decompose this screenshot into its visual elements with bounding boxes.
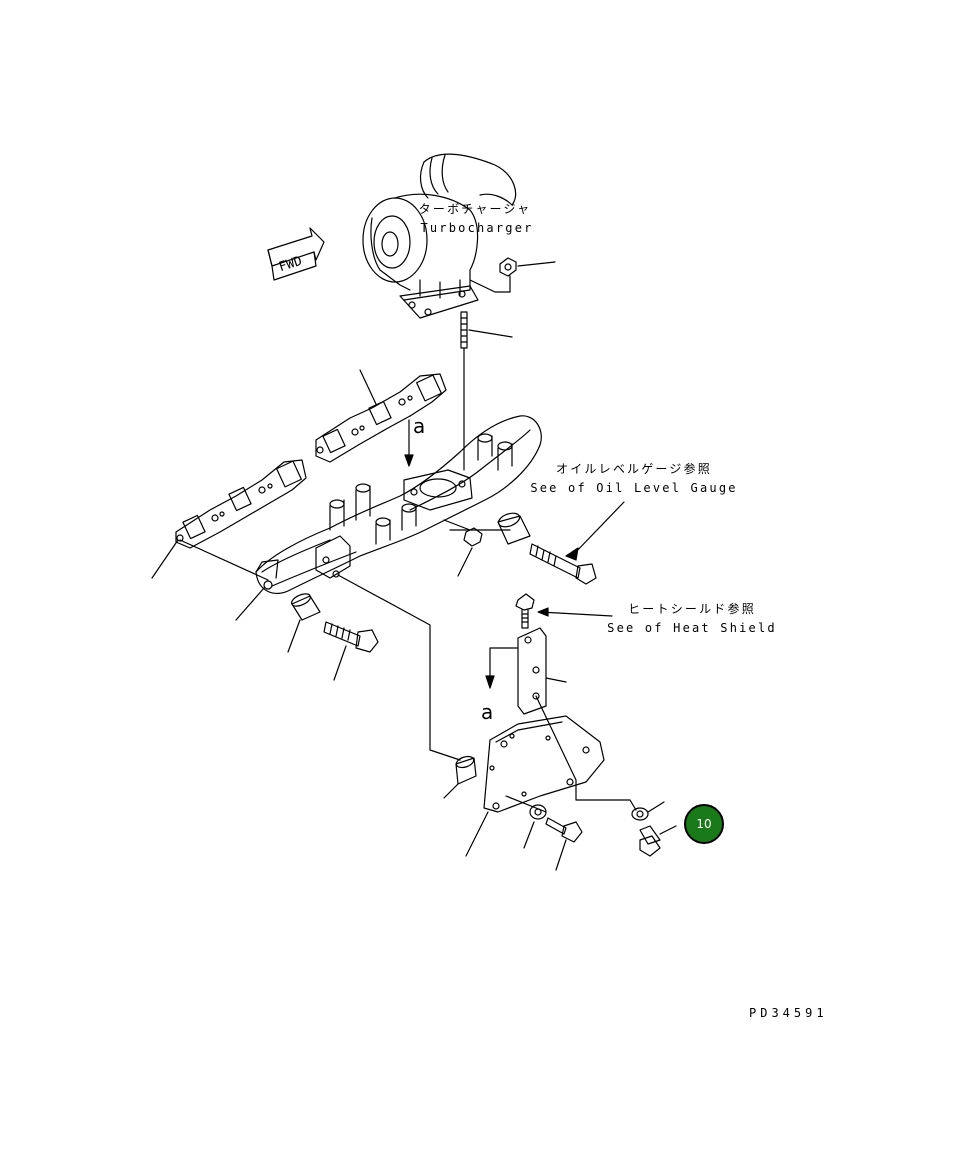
oil-gauge-label-jp: オイルレベルゲージ参照 [556, 462, 712, 476]
manifold-nut [457, 527, 483, 577]
heat-shield-bracket [485, 627, 637, 811]
turbocharger-label-en: Turbocharger [420, 221, 534, 235]
heat-shield-label-jp: ヒートシールド参照 [628, 602, 756, 616]
reference-a-top: a [413, 414, 426, 438]
heat-shield-bolt [515, 593, 613, 629]
turbocharger [362, 153, 517, 319]
turbo-nut [469, 257, 556, 293]
fwd-label: FWD [277, 254, 304, 276]
turbocharger-label-jp: ターボチャージャ [418, 202, 532, 216]
spacer-right [497, 512, 531, 545]
drawing-code: PD34591 [749, 1006, 828, 1020]
fwd-arrow: FWD [267, 227, 325, 281]
spacer-bottom [443, 755, 477, 799]
bolt-right [529, 501, 625, 585]
stud [460, 311, 513, 471]
spacer-left [287, 593, 321, 653]
heat-shield-label-en: See of Heat Shield [607, 621, 777, 635]
gasket-lower [151, 459, 307, 581]
bolt-bottom-right [639, 825, 677, 857]
bolt-bottom-left [545, 817, 583, 871]
bolt-left [323, 621, 379, 681]
heat-shield-plate [465, 715, 605, 857]
reference-a-bottom: a [481, 700, 494, 724]
ref-arrow-top [404, 419, 414, 467]
oil-gauge-label-en: See of Oil Level Gauge [530, 481, 738, 495]
washer-left [523, 804, 547, 849]
callout-badge[interactable]: 10 [684, 804, 724, 844]
washer-right [631, 801, 665, 821]
exhaust-manifold [235, 415, 542, 761]
gasket-upper [315, 369, 447, 463]
